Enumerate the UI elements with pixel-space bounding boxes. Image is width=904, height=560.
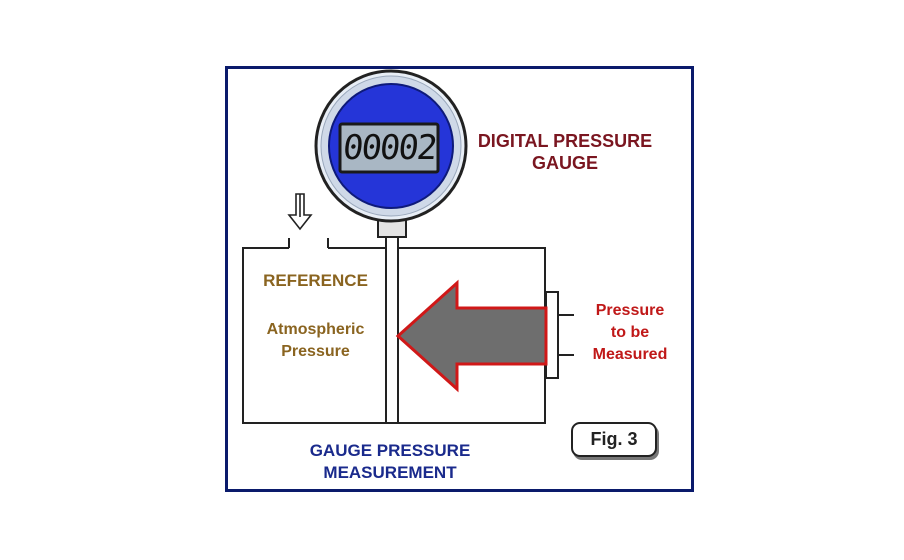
reference-inlet-arrow-icon <box>287 193 313 231</box>
atmospheric-line2: Pressure <box>281 343 350 360</box>
figure-number-badge: Fig. 3 <box>571 422 657 457</box>
atmospheric-pressure-label: Atmospheric Pressure <box>243 319 388 363</box>
measured-line3: Measured <box>592 346 668 363</box>
gauge-label: DIGITAL PRESSURE GAUGE <box>455 130 675 174</box>
gauge-label-line2: GAUGE <box>531 153 598 173</box>
caption-line2: MEASUREMENT <box>323 463 457 482</box>
digital-gauge <box>314 69 468 223</box>
measured-pressure-label: Pressure to be Measured <box>575 300 685 366</box>
gauge-label-line1: DIGITAL PRESSURE <box>477 131 653 151</box>
atmospheric-line1: Atmospheric <box>266 321 365 338</box>
pressure-arrow-icon <box>395 279 548 393</box>
measured-line1: Pressure <box>595 302 665 319</box>
caption-line1: GAUGE PRESSURE <box>309 441 471 460</box>
pressure-port-flange <box>545 291 574 379</box>
measured-line2: to be <box>610 324 650 341</box>
gauge-reading: 00002 <box>340 128 438 168</box>
figure-caption: GAUGE PRESSURE MEASUREMENT <box>290 440 490 484</box>
gauge-display-screen <box>338 122 440 174</box>
reference-label: REFERENCE <box>263 271 368 290</box>
